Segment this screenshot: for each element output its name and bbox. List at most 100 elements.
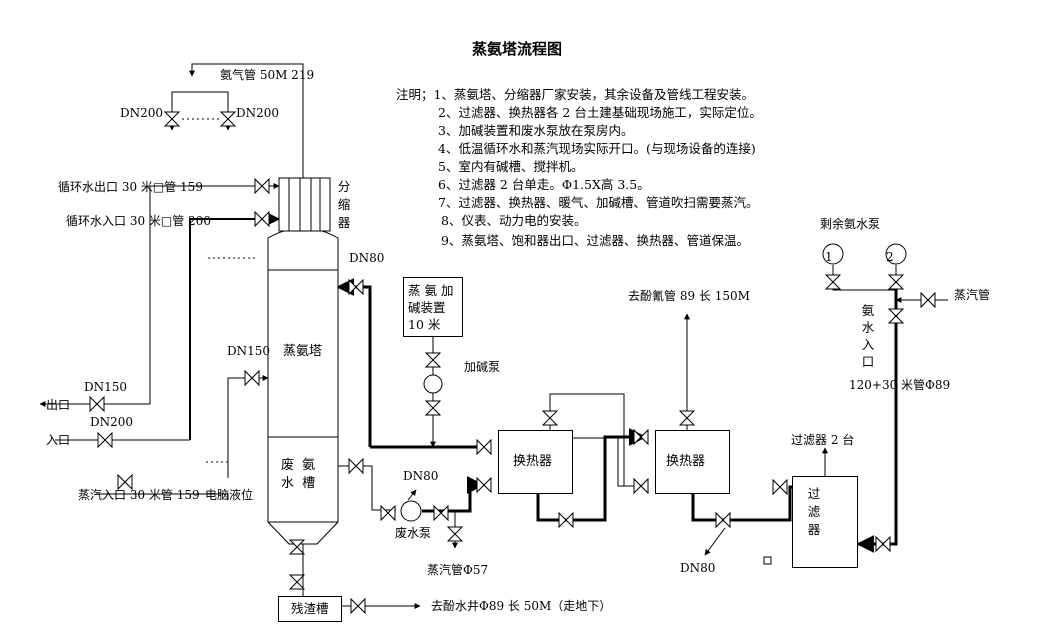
valve-icon	[558, 511, 574, 529]
dn80-top-label: DN80	[349, 251, 385, 265]
alkali-device-box: 蒸 氨 加碱装置 10 米	[403, 277, 463, 337]
note-7: 7、过滤器、换热器、暖气、加碱槽、管道吹扫需要蒸汽。	[438, 195, 759, 210]
heat-exchanger-2: 换热器	[655, 430, 730, 494]
valve-icon	[678, 410, 696, 426]
waste-pump-label: 废水泵	[395, 526, 432, 540]
valve-icon	[117, 473, 133, 491]
dn200-right-label: DN200	[236, 106, 280, 120]
inlet-label: 入口	[46, 433, 71, 447]
feed-to-tower	[336, 278, 372, 447]
hx1-side	[573, 437, 641, 487]
dn150-left-label: DN150	[84, 380, 128, 394]
pump-1-label: 1	[825, 250, 833, 264]
small-marker	[763, 556, 772, 565]
cooling-water-in	[189, 213, 281, 440]
residue-tank-label: 残渣槽	[291, 601, 329, 616]
dn80-bottom-indicator	[704, 527, 726, 556]
waste-line	[338, 465, 396, 511]
phenol-well-label: 去酚水井Φ89 长 50M（走地下）	[431, 599, 612, 613]
alkali-pump-icon	[423, 374, 443, 394]
alkali-pump-label: 加碱泵	[464, 360, 501, 374]
valve-icon	[433, 504, 449, 522]
diagram-title: 蒸氨塔流程图	[472, 40, 563, 58]
filter-label: 过滤器	[807, 486, 821, 537]
cw-in-label: 循环水入口 30 米□管 200	[66, 214, 211, 228]
level-gauge-label: 电脑液位	[205, 488, 254, 502]
fensuoqi-label: 分缩器	[337, 179, 351, 230]
tower-label: 蒸氨塔	[283, 344, 323, 359]
valve-icon	[348, 278, 364, 296]
pump-2-icon	[885, 243, 907, 265]
valve-icon	[254, 210, 270, 228]
steam-branch	[227, 375, 269, 478]
pump-2-label: 2	[886, 250, 894, 264]
note-2: 2、过滤器、换热器各 2 台土建基础现场施工，实际定位。	[438, 105, 762, 120]
valve-icon	[887, 308, 905, 324]
residual-pump-label: 剩余氨水泵	[820, 217, 881, 231]
cw-out-label: 循环水出口 30 米□管 159	[58, 180, 203, 194]
steam-in-line	[96, 493, 229, 500]
pump1-discharge	[832, 265, 896, 291]
valve-icon	[350, 597, 366, 615]
valve-icon	[476, 438, 492, 456]
valve-icon	[244, 369, 260, 387]
heat-exchanger-1: 换热器	[498, 430, 573, 494]
dn200-inlet-label: DN200	[90, 415, 134, 429]
valve-icon	[380, 504, 396, 522]
dn80-bottom-label: DN80	[680, 561, 716, 575]
note-9: 9、蒸氨塔、饱和器出口、过滤器、换热器、管道保温。	[441, 233, 749, 248]
valve-icon	[920, 291, 936, 309]
valve-icon	[288, 574, 306, 590]
valve-icon	[541, 410, 559, 426]
valve-icon	[476, 476, 492, 494]
valve-icon	[89, 395, 105, 413]
filter-box: 过滤器	[792, 476, 858, 568]
outlet-label: 出口	[46, 398, 71, 412]
ammonia-water-inlet	[856, 282, 898, 553]
valve-icon	[633, 428, 649, 446]
ammonia-pipe	[189, 63, 304, 178]
phenol-cyanide-label: 去酚氰管 89 长 150M	[628, 289, 750, 303]
steam-pipe-label: 蒸汽管	[954, 288, 991, 302]
valve-icon	[219, 111, 237, 127]
hx1-label: 换热器	[513, 454, 553, 469]
note-3: 3、加碱装置和废水泵放在泵房内。	[438, 123, 634, 138]
pump-1-icon	[822, 243, 844, 265]
note-4: 4、低温循环水和蒸汽现场实际开口。(与现场设备的连接)	[438, 141, 756, 156]
alkali-device-label: 蒸 氨 加碱装置 10 米	[408, 283, 454, 332]
ammonia-inlet-label: 氨水入口	[861, 303, 875, 369]
note-1: 注明；1、蒸氨塔、分缩器厂家安装，其余设备及管线工程安装。	[396, 87, 754, 102]
dn80-pump-label: DN80	[403, 469, 439, 483]
ammonia-branch	[171, 91, 229, 112]
valve-icon	[97, 431, 113, 449]
filters-2-label: 过滤器 2 台	[791, 433, 855, 447]
pipe-spec-label: 120+30 米管Φ89	[849, 378, 951, 392]
valve-icon	[875, 535, 891, 553]
dn200-left-label: DN200	[120, 106, 164, 120]
valve-icon	[824, 274, 842, 290]
steam-57-label: 蒸汽管Φ57	[427, 563, 489, 577]
valve-icon	[772, 478, 788, 496]
hx2-label: 换热器	[666, 454, 706, 469]
valve-icon	[348, 457, 364, 475]
valve-icon	[424, 352, 442, 368]
valve-icon	[424, 400, 442, 416]
steam-in-label: 蒸汽入口 30 米管 159	[78, 488, 200, 502]
fensuoqi-box	[278, 177, 331, 232]
cooling-water-out	[149, 183, 280, 404]
waste-tank-label: 废 氨 水 槽	[281, 458, 318, 491]
valve-icon	[288, 539, 306, 555]
valve-icon	[254, 177, 270, 195]
note-6: 6、过滤器 2 台单走。Φ1.5X高 3.5。	[438, 177, 650, 192]
dn150-right-label: DN150	[227, 344, 271, 358]
note-8: 8、仪表、动力电的安装。	[441, 213, 587, 228]
valve-icon	[633, 477, 649, 495]
waste-to-hx	[422, 476, 485, 513]
hx1-to-hx2	[536, 428, 647, 522]
valve-icon	[715, 511, 731, 529]
valve-icon	[163, 111, 181, 127]
note-5: 5、室内有碱槽、搅拌机。	[438, 159, 584, 174]
waste-pump-icon	[400, 500, 422, 522]
